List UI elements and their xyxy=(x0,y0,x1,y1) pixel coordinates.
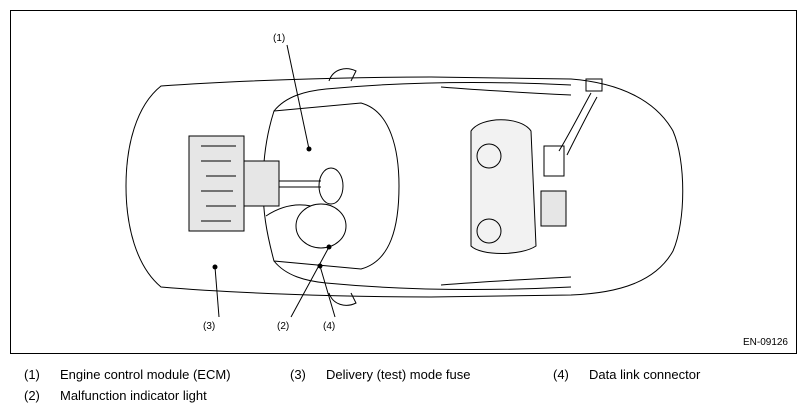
drive-shaft xyxy=(279,180,321,188)
engine-detail xyxy=(201,145,236,222)
legend-item-2: (2) Malfunction indicator light xyxy=(24,388,207,403)
legend-label: Delivery (test) mode fuse xyxy=(326,367,471,382)
legend-number: (2) xyxy=(24,388,40,403)
legend-label: Data link connector xyxy=(589,367,701,382)
callout-4: (4) xyxy=(323,321,335,332)
vehicle-layout-diagram: (1) (2) (3) (4) xyxy=(125,33,684,332)
fuel-tank xyxy=(470,119,537,254)
legend-item-1: (1) Engine control module (ECM) xyxy=(24,367,231,382)
pipe-bracket xyxy=(543,145,565,177)
car-body-outline xyxy=(125,76,684,298)
engine-block xyxy=(188,135,245,232)
console-pipe xyxy=(265,204,312,217)
cabin-outline xyxy=(262,102,400,270)
fuel-pump-lower xyxy=(476,218,502,244)
legend-number: (4) xyxy=(553,367,569,382)
driver-seat xyxy=(295,203,347,249)
door-line-top-2 xyxy=(440,86,572,96)
callout-2: (2) xyxy=(277,321,289,332)
leader-line-3 xyxy=(214,266,220,318)
door-line-top xyxy=(325,81,572,90)
legend-label: Malfunction indicator light xyxy=(60,388,207,403)
callout-1: (1) xyxy=(273,33,285,44)
figure-code: EN-09126 xyxy=(742,337,788,348)
door-line-bottom xyxy=(325,282,572,291)
fuel-pump-upper xyxy=(476,143,502,169)
legend-label: Engine control module (ECM) xyxy=(60,367,231,382)
transmission xyxy=(243,160,280,207)
marker-dlc xyxy=(317,263,323,269)
door-line-bottom-2 xyxy=(440,276,572,286)
leader-line-1 xyxy=(286,44,310,150)
windshield xyxy=(273,88,327,284)
marker-fuse xyxy=(212,264,218,270)
marker-mil xyxy=(326,244,332,250)
left-mirror xyxy=(328,68,357,82)
right-mirror xyxy=(328,292,357,306)
legend-item-3: (3) Delivery (test) mode fuse xyxy=(290,367,471,382)
marker-ecm xyxy=(306,146,312,152)
legend-number: (3) xyxy=(290,367,306,382)
leader-line-4 xyxy=(319,265,336,318)
filler-cap xyxy=(585,78,603,92)
fuel-filler-pipe xyxy=(558,92,598,156)
callout-3: (3) xyxy=(203,321,215,332)
canister xyxy=(540,190,567,227)
leader-line-2 xyxy=(290,246,330,318)
figure-frame: (1) (2) (3) (4) EN-09126 xyxy=(10,10,797,354)
steering-column xyxy=(318,167,344,205)
legend-number: (1) xyxy=(24,367,40,382)
legend-item-4: (4) Data link connector xyxy=(553,367,700,382)
